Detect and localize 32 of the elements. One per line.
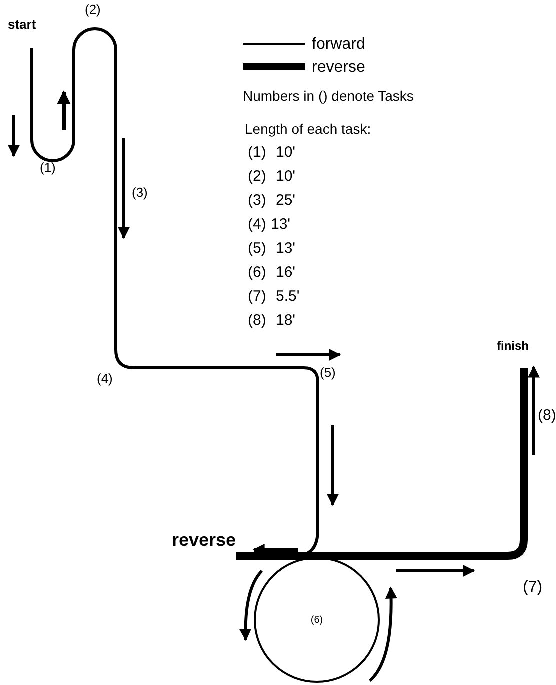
task-number: (4) bbox=[248, 217, 266, 234]
task-number: (1) bbox=[40, 161, 56, 176]
note-text: Numbers in () denote Tasks bbox=[243, 89, 414, 104]
task-length: 13' bbox=[271, 217, 291, 234]
task-length: 10' bbox=[276, 145, 296, 162]
task-number: (3) bbox=[248, 193, 266, 210]
task-number: (6) bbox=[248, 265, 266, 282]
task-number: (1) bbox=[248, 145, 266, 162]
task-length: 25' bbox=[276, 193, 296, 210]
note-text: Length of each task: bbox=[245, 122, 372, 138]
task-length: 16' bbox=[276, 265, 296, 282]
task-number: (5) bbox=[320, 366, 336, 380]
finish-label: finish bbox=[497, 340, 529, 354]
direction-label: reverse bbox=[172, 531, 236, 551]
task-length: 10' bbox=[276, 169, 296, 186]
task-circle bbox=[254, 557, 380, 683]
task-number: (8) bbox=[248, 313, 266, 330]
task-length: 5.5' bbox=[276, 289, 300, 306]
task-length: 13' bbox=[276, 241, 296, 258]
task-number: (7) bbox=[523, 579, 543, 597]
task-number: (3) bbox=[132, 186, 148, 200]
start-label: start bbox=[8, 18, 36, 32]
task-number: (6) bbox=[310, 614, 324, 626]
task-number: (8) bbox=[538, 408, 556, 424]
task-number: (2) bbox=[85, 3, 101, 18]
task-length: 18' bbox=[276, 313, 296, 330]
task-number: (5) bbox=[248, 241, 266, 258]
legend-text: forward bbox=[312, 36, 366, 54]
legend-text: reverse bbox=[312, 59, 366, 77]
task-number: (4) bbox=[97, 372, 113, 386]
task-number: (2) bbox=[248, 169, 266, 186]
task-number: (7) bbox=[248, 289, 266, 306]
